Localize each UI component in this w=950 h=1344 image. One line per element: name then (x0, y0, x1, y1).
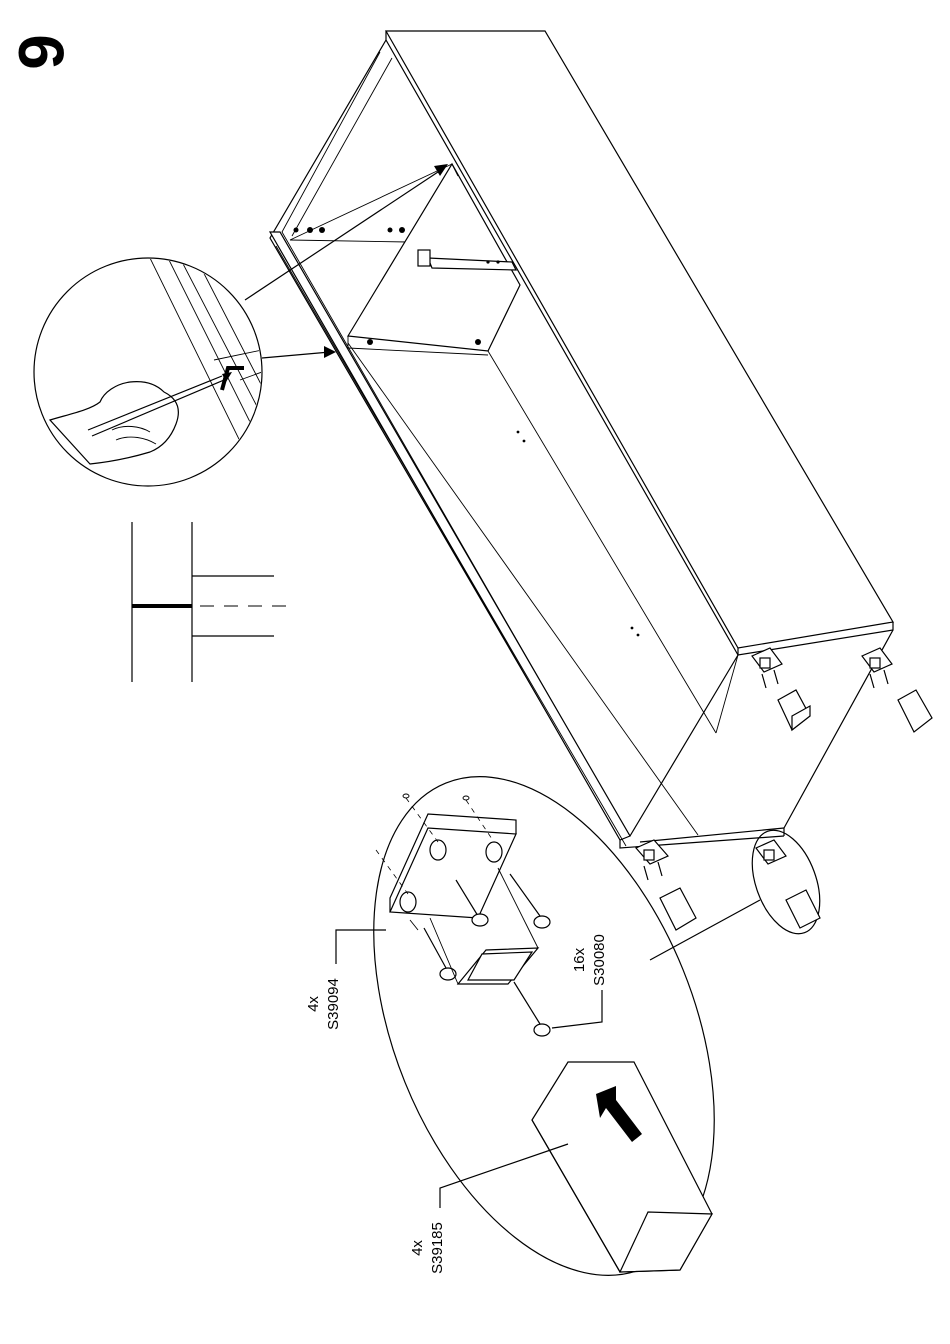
foot-plate-1 (752, 648, 810, 730)
foot-assembly-detail (307, 727, 781, 1325)
cabinet (270, 31, 893, 848)
part-qty-s30080: 16x (571, 947, 588, 972)
part-label-s30080: 16x S30080 (552, 934, 608, 1028)
foot-2 (898, 690, 932, 732)
leveling-foot-plate (376, 794, 516, 918)
step-number: 6 (5, 34, 77, 70)
part-qty-s39185: 4x (409, 1240, 426, 1256)
foot-s39185 (532, 1062, 712, 1272)
part-code-s39185: S39185 (429, 1222, 446, 1274)
foot-plate-2 (862, 648, 932, 732)
marking-detail-circle (34, 258, 300, 486)
foot-3 (660, 888, 696, 930)
foot-plate-3 (636, 840, 696, 930)
part-code-s39094: S39094 (325, 978, 342, 1030)
foot-plate-4 (739, 821, 832, 943)
part-code-s30080: S30080 (591, 934, 608, 986)
part-qty-s39094: 4x (305, 996, 322, 1012)
mark-line-detail (132, 522, 288, 682)
cabinet-feet (636, 648, 932, 943)
part-label-s39185: 4x S39185 (409, 1144, 568, 1274)
